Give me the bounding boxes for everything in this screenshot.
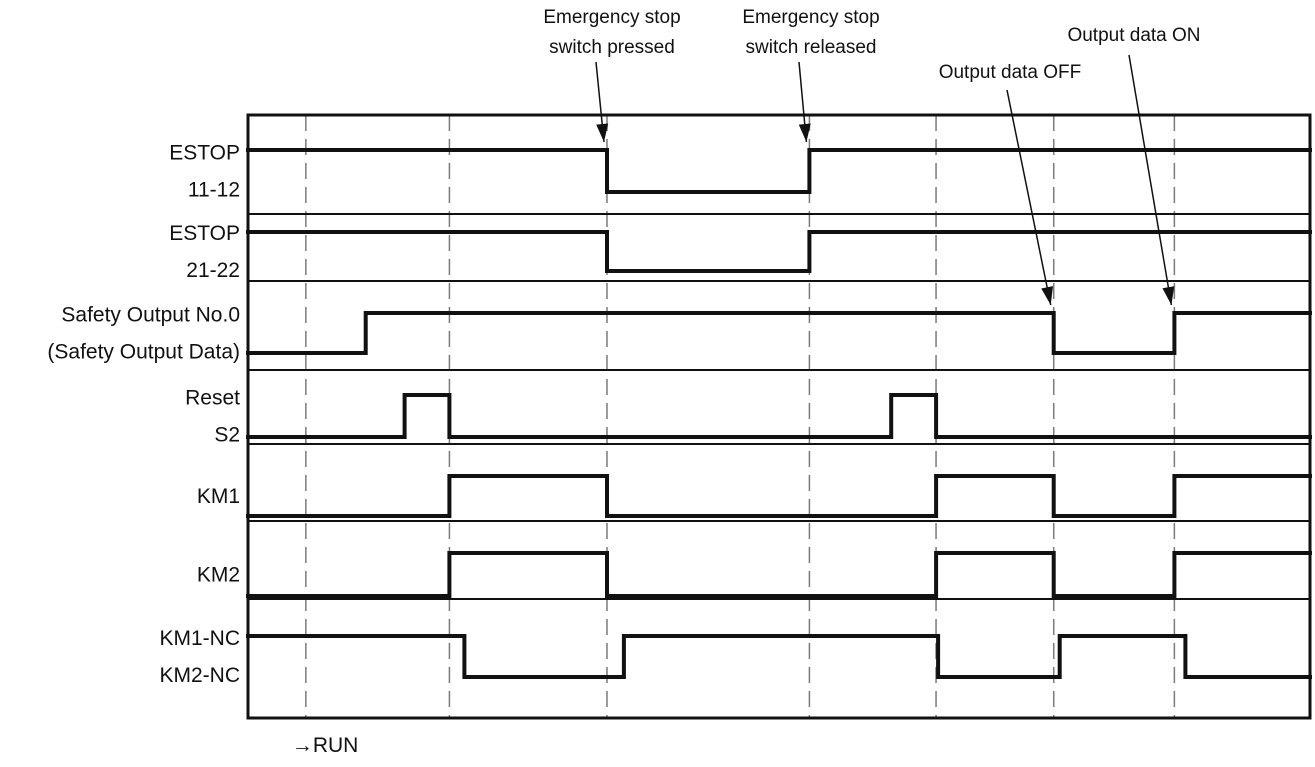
signal-label-km1-km2-nc: KM2-NC	[159, 664, 240, 687]
waveform-km2	[246, 551, 1312, 598]
annotation-output-data-on: Output data ON	[1067, 25, 1201, 306]
signal-label-reset-s2: S2	[214, 424, 240, 447]
annotation-text: Emergency stop	[742, 7, 879, 28]
waveform-estop-21-22	[246, 230, 1312, 273]
waveform-estop-11-12	[246, 148, 1312, 194]
annotation-text: switch pressed	[549, 37, 675, 58]
signal-label-safety-output-0: Safety Output No.0	[61, 304, 240, 327]
signal-label-estop-11-12: ESTOP	[169, 142, 240, 165]
waveform-km1-km2-nc	[246, 634, 1312, 679]
waveform-km1	[246, 474, 1312, 518]
annotation-text: Emergency stop	[543, 7, 680, 28]
signal-label-estop-21-22: ESTOP	[169, 222, 240, 245]
waveforms	[246, 148, 1312, 679]
signal-label-estop-11-12: 11-12	[188, 179, 240, 202]
annotation-text: switch released	[746, 37, 877, 58]
signal-label-km1-km2-nc: KM1-NC	[159, 627, 240, 650]
signal-label-reset-s2: Reset	[185, 387, 240, 410]
signal-label-km2: KM2	[197, 564, 240, 587]
annotation-text: Output data OFF	[939, 62, 1082, 83]
waveform-reset-s2	[246, 393, 1312, 439]
row-dividers	[248, 213, 1310, 600]
annotation-text: Output data ON	[1067, 25, 1200, 46]
arrow-head	[1162, 286, 1175, 305]
signal-label-estop-21-22: 21-22	[186, 259, 240, 282]
arrow-head	[596, 123, 609, 142]
annotation-estop-pressed: Emergency stop switch pressed	[543, 7, 681, 143]
signal-label-km1: KM1	[197, 485, 240, 508]
annotation-output-data-off: Output data OFF	[939, 62, 1082, 306]
annotation-arrow	[1006, 89, 1052, 306]
annotation-estop-released: Emergency stop switch released	[742, 7, 880, 143]
time-markers	[305, 115, 1176, 718]
signal-label-safety-output-0: (Safety Output Data)	[47, 341, 240, 364]
diagram-frame	[246, 113, 1312, 720]
arrow-head	[798, 123, 811, 142]
run-label: →RUN	[292, 734, 359, 757]
annotation-arrow	[1128, 54, 1173, 306]
arrow-head	[1041, 286, 1054, 305]
waveform-safety-output-0	[246, 311, 1312, 355]
